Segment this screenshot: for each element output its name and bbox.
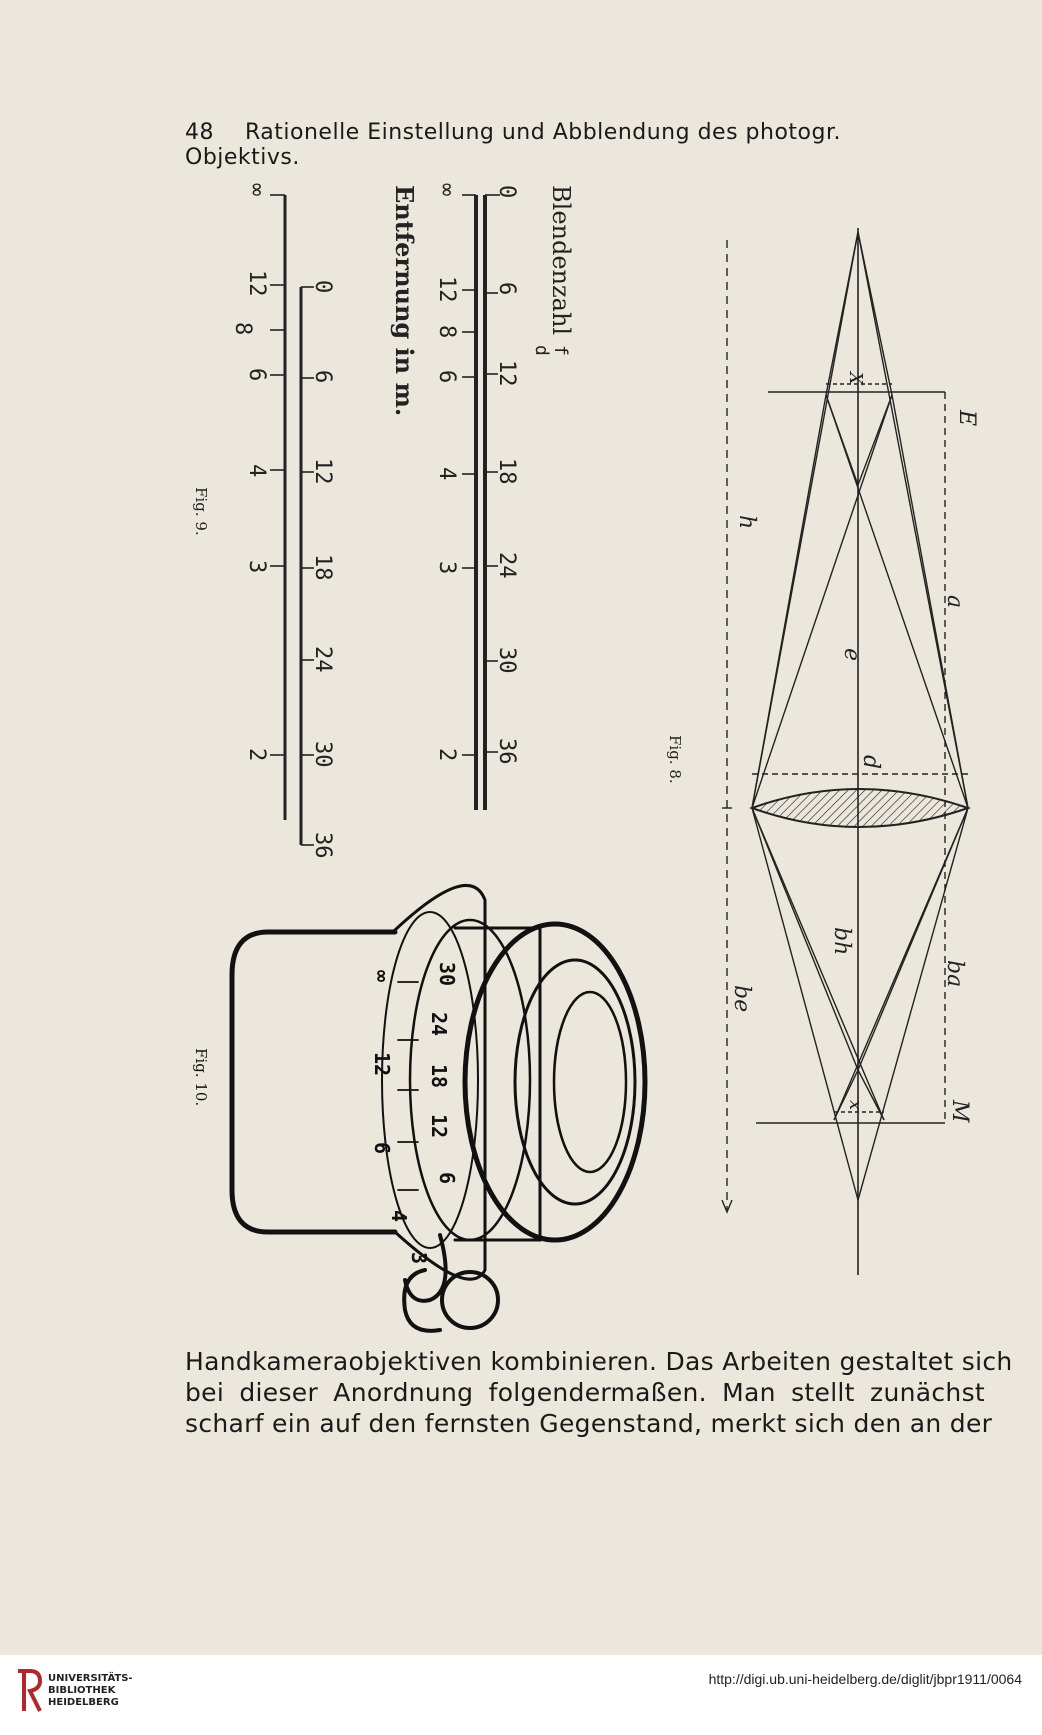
- s1-dist-8: 8: [434, 325, 459, 338]
- fig8-caption: Fig. 8.: [666, 735, 684, 784]
- fig9-text: Blendenzahl f d Entfernung in m. 0 6 12 …: [192, 183, 575, 859]
- library-name: UNIVERSITÄTS- BIBLIOTHEK HEIDELBERG: [48, 1673, 133, 1709]
- fig10-caption: Fig. 10.: [192, 1048, 210, 1106]
- s2-stop-30: 30: [310, 741, 335, 768]
- s1-dist-4: 4: [434, 467, 459, 480]
- ring-dist-12: 12: [370, 1052, 394, 1076]
- s1-stop-30: 30: [494, 647, 519, 674]
- s1-dist-12: 12: [434, 276, 459, 303]
- s2-stop-12: 12: [310, 458, 335, 485]
- fig8-diagram: [721, 228, 972, 1275]
- s1-stop-0: 0: [494, 185, 519, 198]
- ring-dist-3: 3: [407, 1252, 431, 1264]
- label-E: E: [954, 409, 979, 426]
- s1-stop-18: 18: [494, 458, 519, 485]
- label-d: d: [858, 755, 883, 769]
- body-paragraph: Handkameraobjektiven kombinieren. Das Ar…: [185, 1346, 1013, 1439]
- fraction-numerator: f: [550, 345, 571, 356]
- label-be: be: [729, 985, 754, 1012]
- label-e: e: [839, 648, 864, 661]
- library-name-line-1: UNIVERSITÄTS-: [48, 1673, 133, 1684]
- s2-dist-8: 8: [230, 322, 255, 335]
- s1-stop-24: 24: [494, 552, 519, 579]
- fig9-scales: [270, 194, 500, 846]
- s1-dist-3: 3: [434, 561, 459, 574]
- ring-stop-6: 6: [435, 1172, 459, 1184]
- s2-dist-4: 4: [244, 464, 269, 477]
- running-title: Rationelle Einstellung und Abblendung de…: [185, 120, 841, 170]
- fig10-text: 30 24 18 12 6 ∞ 12 6 4 3 Fig. 10.: [192, 962, 459, 1264]
- figures-illustration: E M a e d bh ba be h X x Fig. 8.: [192, 183, 979, 1333]
- ring-stop-18: 18: [427, 1064, 451, 1088]
- label-X: X: [845, 370, 866, 386]
- s2-stop-18: 18: [310, 554, 335, 581]
- s2-stop-6: 6: [310, 370, 335, 383]
- library-name-line-3: HEIDELBERG: [48, 1697, 119, 1708]
- s1-stop-6: 6: [494, 282, 519, 295]
- label-h: h: [734, 515, 759, 529]
- blendenzahl-label: Blendenzahl: [547, 185, 575, 335]
- label-ba: ba: [942, 960, 967, 987]
- label-a: a: [942, 595, 967, 608]
- viewer-footer: UNIVERSITÄTS- BIBLIOTHEK HEIDELBERG http…: [0, 1655, 1042, 1735]
- s2-dist-3: 3: [244, 560, 269, 573]
- library-logo-icon: [18, 1669, 43, 1712]
- body-line-1: Handkameraobjektiven kombinieren. Das Ar…: [185, 1347, 1013, 1376]
- s2-dist-inf: ∞: [244, 183, 269, 196]
- permalink-url[interactable]: http://digi.ub.uni-heidelberg.de/diglit/…: [708, 1671, 1022, 1687]
- ring-stop-30: 30: [435, 962, 459, 986]
- label-M: M: [947, 1099, 972, 1123]
- s2-dist-12: 12: [244, 270, 269, 297]
- ring-dist-4: 4: [387, 1210, 411, 1222]
- s2-stop-24: 24: [310, 646, 335, 673]
- page-number: 48: [185, 120, 214, 145]
- label-bh: bh: [829, 927, 854, 955]
- s1-dist-2: 2: [434, 748, 459, 761]
- s2-dist-2: 2: [244, 748, 269, 761]
- body-line-2: bei dieser Anordnung folgendermaßen. Man…: [185, 1378, 985, 1407]
- entfernung-label: Entfernung in m.: [390, 185, 419, 416]
- library-name-line-2: BIBLIOTHEK: [48, 1685, 116, 1696]
- ring-dist-inf: ∞: [370, 970, 394, 982]
- s2-stop-36: 36: [310, 832, 335, 859]
- ring-dist-6: 6: [370, 1142, 394, 1154]
- fig9-caption: Fig. 9.: [192, 487, 210, 536]
- s1-dist-inf: ∞: [434, 183, 459, 196]
- ring-stop-24: 24: [427, 1012, 451, 1036]
- s1-dist-6: 6: [434, 370, 459, 383]
- s2-stop-0: 0: [310, 280, 335, 293]
- s1-stop-12: 12: [494, 360, 519, 387]
- s1-stop-36: 36: [494, 738, 519, 765]
- label-x: x: [845, 1100, 866, 1110]
- s2-dist-6: 6: [244, 368, 269, 381]
- fig8-labels: E M a e d bh ba be h X x Fig. 8.: [666, 370, 979, 1123]
- ring-stop-12: 12: [427, 1114, 451, 1138]
- fig10-lens-drawing: [229, 884, 648, 1333]
- body-line-3: scharf ein auf den fernsten Gegenstand, …: [185, 1409, 993, 1438]
- fraction-denominator: d: [531, 345, 552, 356]
